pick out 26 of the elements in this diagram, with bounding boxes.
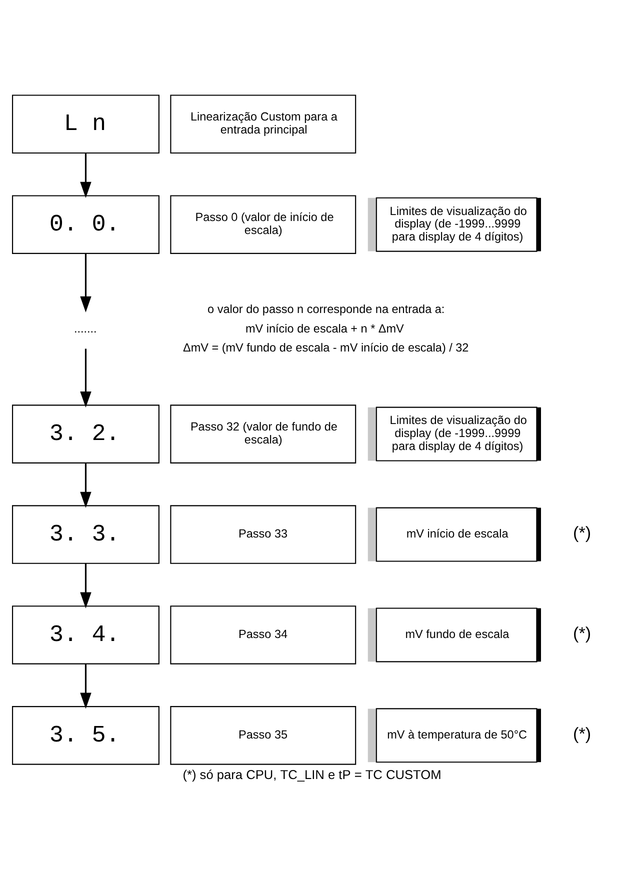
node-box: 0. 0. (12, 195, 160, 254)
node-box: Passo 33 (170, 505, 356, 564)
node-box: Linearização Custom para a entrada principal (170, 94, 356, 154)
node-box: Passo 34 (170, 606, 356, 664)
node-box: Passo 35 (170, 706, 356, 765)
label: (*) (573, 624, 592, 644)
arrow (80, 153, 92, 198)
arrow (80, 348, 92, 408)
caption: (*) só para CPU, TC_LIN e tP = TC CUSTOM (182, 766, 442, 782)
node-box: 3. 4. (12, 606, 160, 664)
arrow (80, 564, 92, 608)
node-box: 3. 5. (12, 706, 160, 765)
node-box: Passo 32 (valor de fundo de escala) (170, 404, 356, 464)
label: (*) (573, 724, 592, 744)
node-box: 3. 2. (12, 404, 160, 464)
node-box: L n (12, 94, 160, 154)
label: o valor do passo n corresponde na entrada a: (208, 303, 445, 316)
arrow (80, 254, 92, 312)
node-box: 3. 3. (12, 505, 160, 564)
label: ΔmV = (mV fundo de escala - mV início de escala) / 32 (182, 342, 469, 355)
arrow (80, 664, 92, 709)
label: (*) (573, 524, 592, 543)
label: mV início de escala + n * ΔmV (246, 322, 404, 336)
arrow (80, 463, 92, 508)
node-box: Passo 0 (valor de início de escala) (170, 195, 356, 254)
node-text: ....... (74, 322, 97, 336)
